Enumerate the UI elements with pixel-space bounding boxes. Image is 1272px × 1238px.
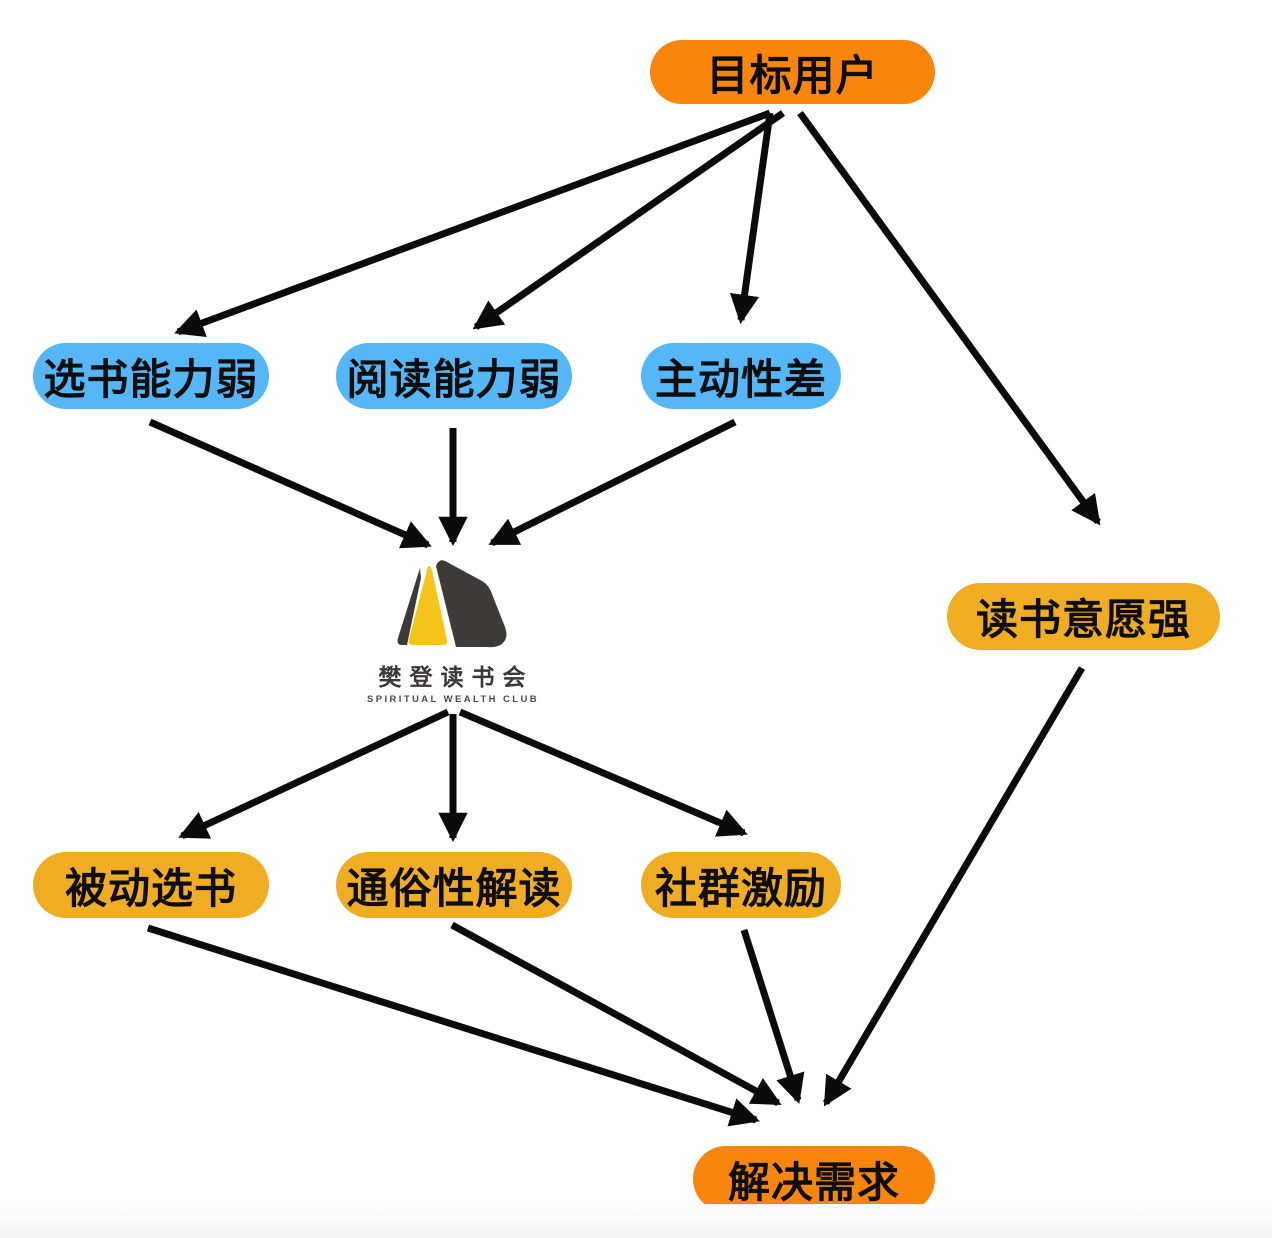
arrow-target-to-poor-initiative (729, 112, 774, 325)
fandeng-book-icon (397, 560, 507, 648)
node-community-incentive[interactable]: 社群激励 (641, 852, 841, 918)
arrow-weak-book-selection-to-logo (148, 418, 432, 549)
node-accessible-interpretation[interactable]: 通俗性解读 (336, 852, 572, 918)
arrow-target-to-strong-willingness (797, 110, 1101, 526)
arrow-strong-willingness-to-solve (822, 666, 1086, 1107)
node-weak-reading-label: 阅读能力弱 (346, 355, 562, 403)
node-passive-book-selection[interactable]: 被动选书 (33, 852, 269, 918)
book-front-cover-shape (436, 560, 507, 648)
arrow-poor-initiative-to-logo (488, 418, 737, 547)
node-target-user[interactable]: 目标用户 (650, 40, 935, 104)
arrow-logo-to-community-incentive (458, 708, 748, 837)
node-weak-book-selection-label: 选书能力弱 (43, 355, 259, 403)
node-strong-reading-willingness[interactable]: 读书意愿强 (947, 583, 1220, 650)
fandeng-logo-name-zh: 樊登读书会 (378, 664, 534, 690)
node-solve-needs-label: 解决需求 (727, 1158, 900, 1206)
node-poor-initiative[interactable]: 主动性差 (641, 343, 841, 409)
fandeng-logo[interactable]: 樊登读书会 SPIRITUAL WEALTH CLUB (356, 556, 548, 706)
arrow-community-incentive-to-solve (740, 928, 805, 1104)
node-passive-book-selection-label: 被动选书 (64, 864, 237, 912)
node-weak-reading[interactable]: 阅读能力弱 (336, 343, 572, 409)
node-solve-needs[interactable]: 解决需求 (693, 1146, 935, 1212)
node-poor-initiative-label: 主动性差 (654, 355, 827, 403)
arrow-target-to-weak-book-selection (174, 109, 772, 338)
book-back-cover-shape (397, 568, 421, 645)
arrow-passive-book-selection-to-solve (146, 924, 760, 1127)
book-pages-shape (408, 566, 448, 645)
arrow-target-to-weak-reading (472, 110, 786, 330)
node-weak-book-selection[interactable]: 选书能力弱 (33, 343, 269, 409)
arrow-logo-to-passive-book-selection (178, 708, 450, 840)
node-community-incentive-label: 社群激励 (654, 864, 827, 912)
fandeng-logo-name-en: SPIRITUAL WEALTH CLUB (367, 694, 539, 705)
arrow-accessible-interpretation-to-solve (450, 921, 782, 1107)
node-target-user-label: 目标用户 (706, 51, 879, 99)
node-accessible-interpretation-label: 通俗性解读 (346, 864, 562, 912)
node-strong-reading-willingness-label: 读书意愿强 (975, 596, 1191, 643)
page-bottom-fade (0, 1204, 1272, 1238)
